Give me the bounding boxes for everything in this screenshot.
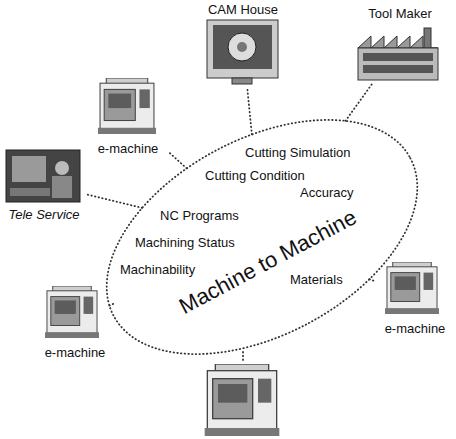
- part-hole: [237, 42, 247, 52]
- operator-head: [55, 161, 69, 175]
- node-label: Tele Service: [8, 207, 79, 222]
- text-anchor: Materials: [290, 272, 343, 287]
- e-machine-picture: [385, 262, 439, 314]
- e-machine-picture: [98, 78, 156, 134]
- participant-node: CAM House: [198, 2, 288, 88]
- topic-label: Materials: [290, 272, 343, 287]
- participant-node: e-machine: [376, 258, 454, 336]
- remote-screen: [12, 156, 46, 182]
- participant-node: Tool Maker: [350, 6, 450, 84]
- desk: [10, 188, 50, 196]
- topic-label: Accuracy: [300, 185, 353, 200]
- operator-body: [52, 176, 72, 198]
- text-anchor: NC Programs: [160, 208, 239, 223]
- node-label: Tool Maker: [368, 6, 432, 21]
- factory-body: [358, 48, 438, 80]
- node-label: e-machine: [45, 345, 106, 360]
- text-anchor: Cutting Condition: [205, 168, 305, 183]
- machining-center-picture: [205, 364, 280, 436]
- text-anchor: Cutting Simulation: [245, 145, 351, 160]
- part-model: [228, 33, 256, 61]
- dotted-connector: [247, 88, 252, 134]
- participant-node: Tele Service: [2, 146, 86, 222]
- tool-maker-picture: [358, 28, 438, 80]
- text-anchor: Accuracy: [300, 185, 353, 200]
- e-machine-picture: [45, 286, 99, 338]
- dotted-ellipse: [68, 72, 456, 403]
- participant-node: e-machine: [88, 74, 168, 156]
- dotted-connector: [168, 151, 187, 168]
- text-anchor: Machinability: [120, 262, 195, 277]
- photo-frame: [6, 150, 80, 202]
- monitor-frame: [207, 20, 278, 78]
- monitor-screen: [213, 25, 272, 69]
- dotted-link: [242, 352, 244, 362]
- dotted-connector: [86, 194, 142, 208]
- topic-label: Machinability: [120, 262, 195, 277]
- cam-house-picture: [207, 20, 278, 84]
- topic-label: Cutting Simulation: [245, 145, 351, 160]
- monitor-stand: [232, 78, 252, 84]
- node-label: e-machine: [98, 141, 159, 156]
- tele-service-picture: [6, 150, 80, 202]
- dotted-connector: [369, 279, 376, 282]
- factory-windows: [363, 53, 433, 61]
- topic-label: NC Programs: [160, 208, 239, 223]
- topic-label: Machining Status: [135, 235, 235, 250]
- dotted-connector: [345, 84, 372, 121]
- node-label: CAM House: [208, 2, 278, 17]
- factory-windows: [363, 65, 433, 73]
- node-label: e-machine: [385, 321, 446, 336]
- factory-chimney: [424, 28, 431, 48]
- topic-label: Cutting Condition: [205, 168, 305, 183]
- participant-node: e-machine: [36, 282, 114, 360]
- text-anchor: Machining Status: [135, 235, 235, 250]
